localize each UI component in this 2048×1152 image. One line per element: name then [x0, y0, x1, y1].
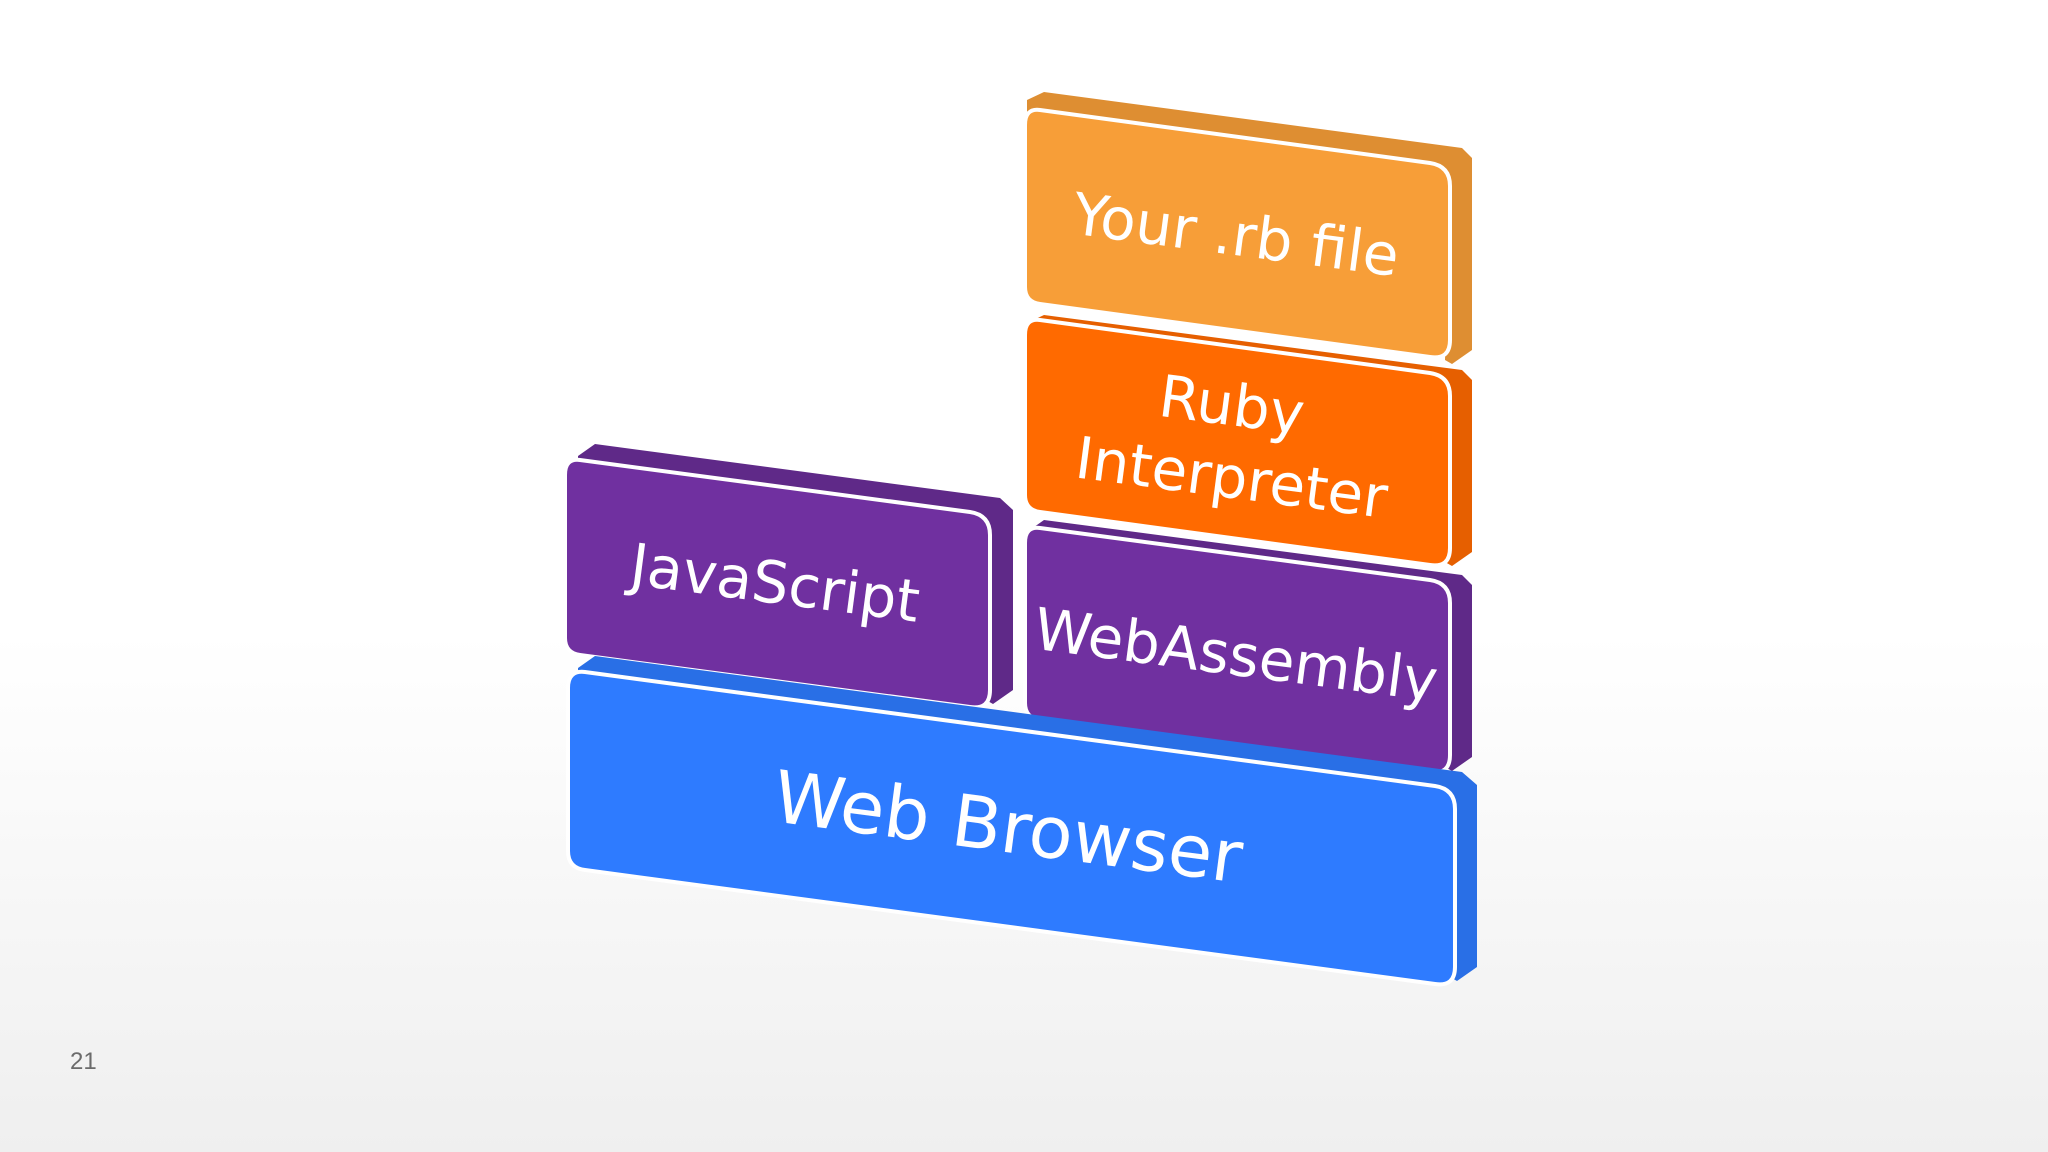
slide-number: 21 — [70, 1048, 97, 1075]
block-webassembly: WebAssembly — [1023, 520, 1472, 775]
block-ruby-interpreter: Ruby Interpreter — [1023, 315, 1472, 568]
block-web-browser: Web Browser — [566, 656, 1477, 987]
block-web-browser-face — [566, 669, 1457, 987]
block-your-rb-file: Your .rb file — [1023, 92, 1472, 364]
block-ruby-interpreter-face — [1023, 317, 1452, 568]
block-your-rb-file-face — [1023, 107, 1452, 360]
